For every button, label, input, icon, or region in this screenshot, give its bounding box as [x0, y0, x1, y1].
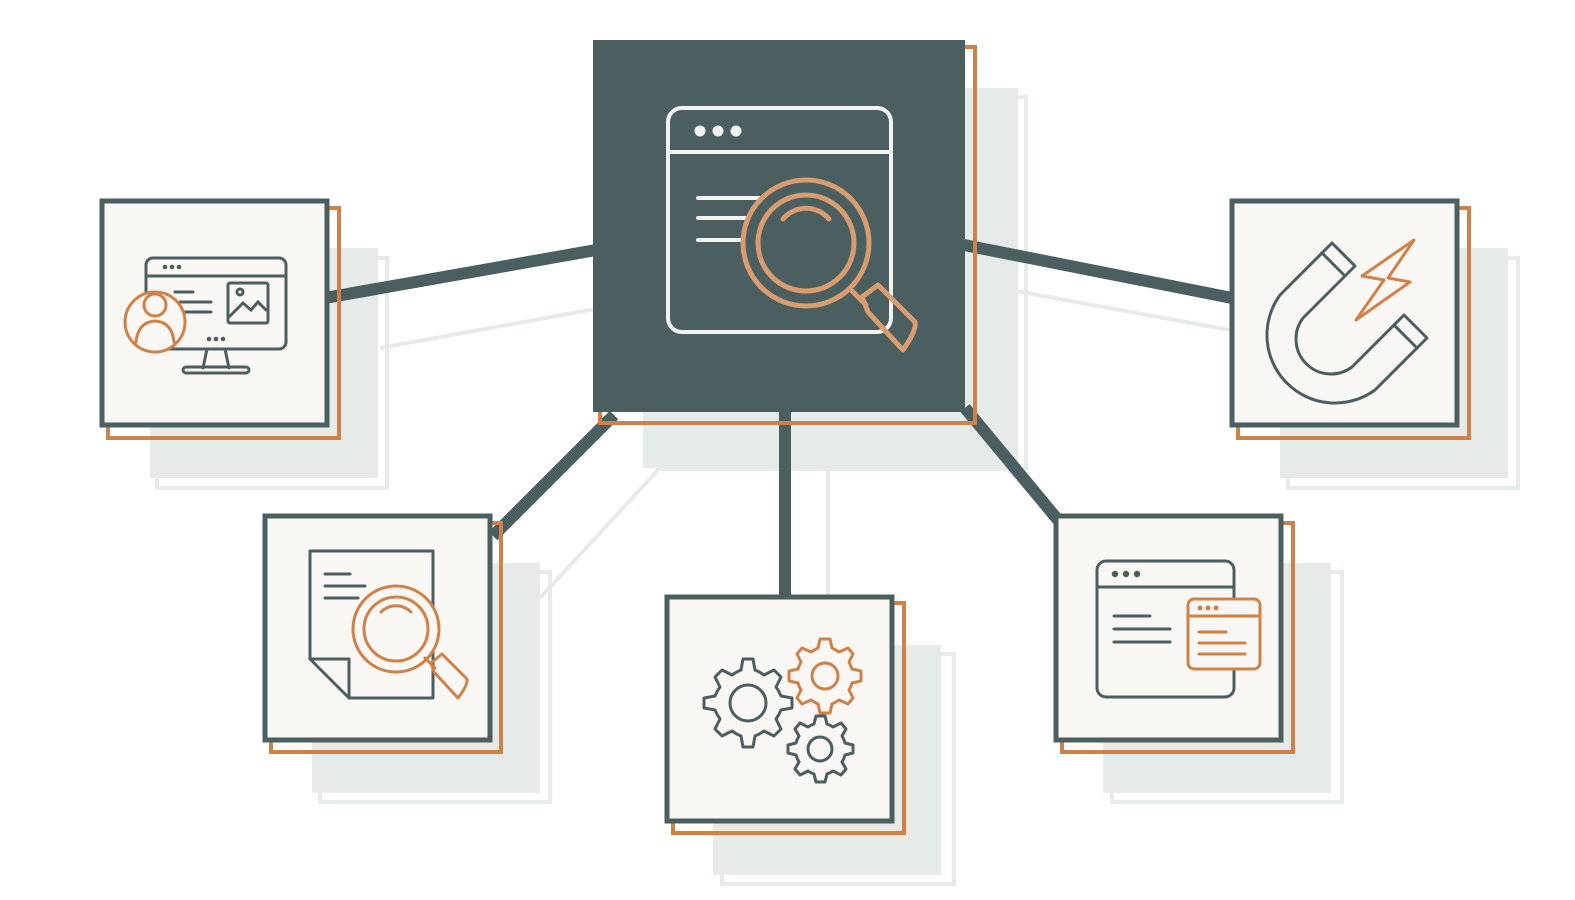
connector-document-search: [488, 410, 619, 541]
connectors: [323, 239, 1234, 598]
node-document-search: [262, 513, 503, 754]
connector-content: [323, 244, 598, 304]
gears-icon: [702, 637, 863, 784]
connector-attraction: [962, 239, 1234, 304]
browser-windows-icon: [1095, 559, 1262, 699]
node-web-pages: [1053, 513, 1295, 754]
magnet-lightning-icon: [1265, 238, 1429, 405]
connector-web-pages: [960, 404, 1063, 524]
node-attraction: [1229, 198, 1471, 440]
hub-node: [593, 40, 977, 425]
monitor-profile-content-icon: [123, 256, 288, 375]
node-content: [99, 198, 341, 440]
document-search-icon: [308, 549, 469, 700]
node-settings: [664, 594, 906, 835]
browser-search-icon: [666, 106, 918, 353]
